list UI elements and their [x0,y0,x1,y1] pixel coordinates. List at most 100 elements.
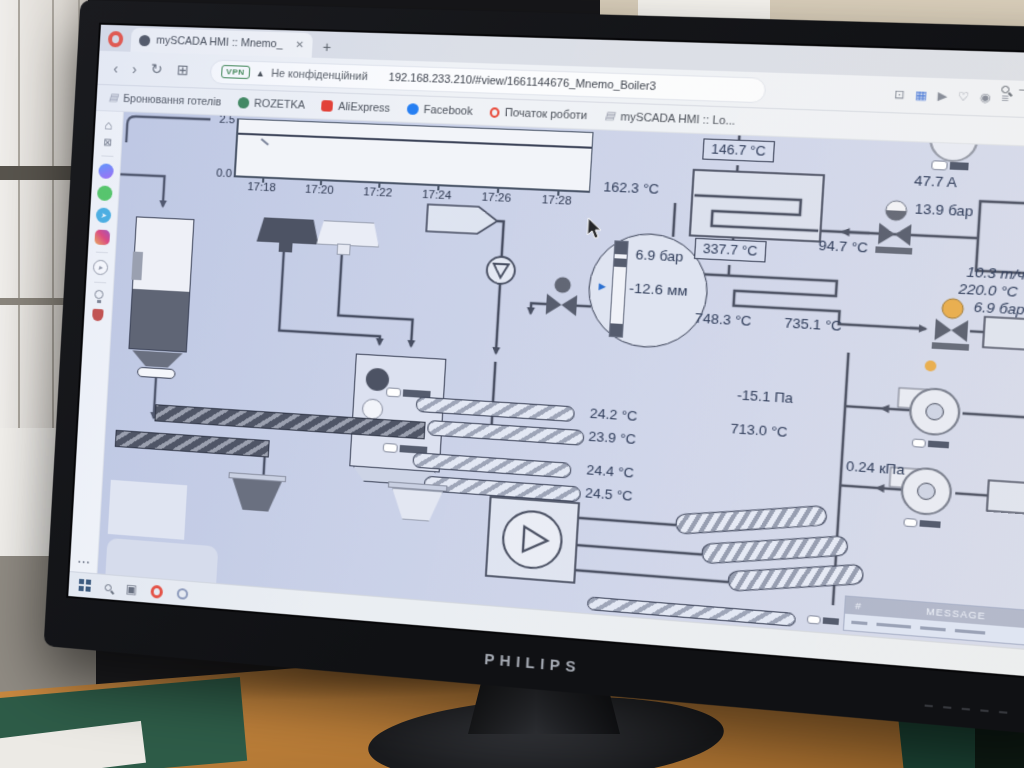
monitor-brand: PHILIPS [483,650,582,676]
steam-temp-value: 220.0 °C [958,280,1019,301]
player-icon[interactable]: ▶ [937,89,948,104]
blower-unit[interactable] [486,497,579,583]
pump-feed[interactable] [486,256,515,284]
bookmark-facebook[interactable]: Facebook [406,103,473,118]
bookmark-hotels[interactable]: ▤Бронювання готелів [108,92,222,109]
x-tick-label: 17:24 [421,188,452,203]
page-icon: ▤ [604,110,616,123]
reload-button[interactable]: ↻ [150,60,164,78]
messenger-icon[interactable] [98,163,114,180]
snapshot-icon[interactable]: ⊡ [893,88,906,102]
pump-pressure-value: 13.9 бар [914,200,974,220]
tab-close-icon[interactable]: ✕ [295,39,305,51]
steam-pressure-value: 6.9 бар [973,298,1024,318]
drum-level-value: -12.6 мм [628,280,689,299]
url-text[interactable]: 192.168.233.210/#view/1661144676_Mnemo_B… [388,71,657,93]
vpn-badge[interactable]: VPN [220,64,251,80]
valve-drum[interactable] [545,276,579,317]
telegram-icon[interactable]: ➤ [95,207,112,224]
warning-icon: ▲ [255,67,266,79]
drum-pressure-value: 6.9 бар [635,246,684,265]
tag-pentagon-fuel[interactable] [426,204,498,234]
shield-icon[interactable] [91,308,104,322]
fan-flue-1[interactable] [896,359,962,436]
rozetka-icon [237,97,250,109]
start-button[interactable] [78,578,92,592]
monitor-bezel: mySCADA HMI :: Mnemo_ ✕ + ‹ › ↻ ⊞ VPN ▲ … [44,0,1024,737]
sight-glass-icon [361,398,384,421]
bookmark-myscada-login[interactable]: ▤mySCADA HMI :: Lo... [604,110,736,128]
valve-steam[interactable] [931,298,972,351]
x-tick-label: 17:28 [541,193,572,208]
task-view-icon[interactable]: ▣ [125,581,138,597]
bookmark-getting-started[interactable]: Початок роботи [489,106,588,122]
level-gauge [608,240,629,338]
extension-icons: ⊡ ▦ ▶ ♡ ◉ ≡ [894,87,1010,105]
back-button[interactable]: ‹ [113,59,119,77]
y-tick-label: 0.0 [215,167,233,181]
auger3-temp-value: 24.4 °C [586,461,635,481]
y-tick-label: 2.5 [218,113,236,127]
taskbar-opera-icon[interactable] [150,584,164,599]
security-label[interactable]: Не конфіденційний [270,67,369,83]
profile-icon[interactable]: ◉ [979,91,992,105]
hx1-bottom-temp-box: 337.7 °C [693,237,767,263]
draft-value: -15.1 Па [736,386,794,407]
zone-block-1 [107,479,188,540]
x-tick-label: 17:26 [481,191,512,206]
whatsapp-icon[interactable] [96,185,113,202]
return-temp-value: 94.7 °C [818,237,869,256]
shopping-icon[interactable]: ⊠ [103,137,113,149]
aliexpress-icon [321,100,334,112]
fuel-silo[interactable] [128,216,195,353]
x-tick-label: 17:20 [304,183,334,198]
chart-plot-area: 2.5 0.0 [216,114,594,193]
chart-series-line [238,132,592,149]
sidebar-overflow-icon[interactable]: ⋯ [76,553,91,570]
hx1-left-temp-value: 162.3 °C [602,178,660,197]
taskbar-search-icon[interactable] [104,583,112,592]
tabs-icon[interactable]: ▦ [914,89,928,103]
heat-exchanger-1[interactable] [690,170,824,242]
monitor-buttons[interactable] [924,704,1008,714]
level-indicator-icon: ► [595,280,609,294]
speed-dial-button[interactable]: ⊞ [176,61,190,78]
instagram-icon[interactable] [94,229,111,246]
scada-mnemonic: 2.5 0.0 17:18 17:20 17:22 17:24 17:26 17… [97,112,1024,650]
frame-line [0,298,88,305]
alarm-col-number: # [854,600,862,612]
search-icon[interactable] [1001,85,1010,94]
opera-logo-icon[interactable] [107,30,124,48]
x-tick-label: 17:18 [247,180,277,195]
mouse-cursor [587,218,601,239]
auger4-temp-value: 24.5 °C [584,484,634,504]
bookmark-aliexpress[interactable]: AliExpress [321,100,390,114]
taskbar-browser-icon[interactable] [176,587,189,600]
fan-top-indicator [931,160,969,171]
hx1-top-temp-box: 146.7 °C [702,138,776,163]
valve-water[interactable] [875,200,915,255]
tab-favicon-icon [138,34,151,46]
screen: mySCADA HMI :: Mnemo_ ✕ + ‹ › ↻ ⊞ VPN ▲ … [66,23,1024,680]
player-icon[interactable]: ▸ [92,259,109,276]
hx2-right-temp-value: 735.1 °C [783,314,843,334]
monitor: mySCADA HMI :: Mnemo_ ✕ + ‹ › ↻ ⊞ VPN ▲ … [44,0,1024,737]
hx2-left-temp-value: 748.3 °C [694,309,752,329]
page-icon: ▤ [108,92,119,104]
tag-pentagon-steam[interactable] [983,317,1024,351]
new-tab-button[interactable]: + [322,38,332,56]
facebook-icon [406,103,419,115]
x-tick-label: 17:22 [362,186,393,200]
tag-pentagon-fan[interactable] [987,480,1024,515]
bookmark-heart-icon[interactable]: ♡ [957,90,970,105]
pipe-network [97,112,1024,650]
auger2-temp-value: 23.9 °C [588,428,637,448]
forward-button[interactable]: › [131,60,138,77]
minimize-button[interactable]: — [1018,83,1024,97]
fan-current-value: 47.7 A [913,172,958,191]
flow-value: 10.3 т/ч [966,263,1024,283]
lightbulb-icon[interactable] [94,289,104,300]
speed-dial-icon[interactable]: ⌂ [104,117,114,133]
bookmark-rozetka[interactable]: ROZETKA [237,97,305,111]
